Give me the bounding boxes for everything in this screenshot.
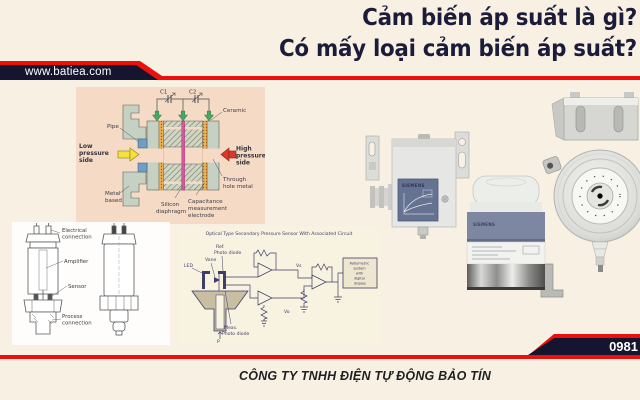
circuit-leaders [191,255,232,325]
l-bracket [540,263,564,298]
silicon-diaphragm [181,120,185,191]
title-line-2: Có mấy loại cảm biến áp suất? [278,36,637,62]
top-red-rule [158,75,640,80]
high-pressure-arrow [220,147,237,162]
company-name: CÔNG TY TNHH ĐIỆN TỰ ĐỘNG BẢO TÍN [239,369,491,383]
top-knob [418,134,430,140]
label-ref-photodiode: Ref. Photo diode [214,244,241,256]
low-pressure-arrow [117,147,140,162]
transmitter-section-view [23,223,63,335]
upper-body [470,202,542,214]
product-dial-switch [542,92,640,272]
label-vane: Vane [205,257,217,263]
electrode-arrows [152,110,214,122]
bottom-fitting [591,241,609,272]
product-box-sensor: SIEMENS [365,131,470,239]
display-box [342,257,378,289]
phone-number: 0981 [609,338,638,354]
transmitter-leaders [45,229,68,321]
bellows-funnel [191,290,249,332]
low-pressure-channel [139,148,164,163]
label-metal-based: Metal based [105,191,122,204]
label-ceramic: Ceramic [223,108,246,114]
label-led: LED [184,263,193,269]
optical-circuit-diagram: Optical Type Secondary Pressure Sensor W… [178,227,380,345]
bottom-red-rule [0,355,640,359]
label-sensor: Sensor [68,284,87,290]
bottom-nozzle [417,226,429,239]
title-line-1: Cảm biến áp suất là gì? [362,5,637,31]
mounting-brackets [365,131,470,181]
product-cylinder-sensor: SIEMENS [466,175,564,298]
top-cap [472,175,540,207]
circuit-network [217,249,343,339]
label-meas-photodiode: Meas. Photo diode [222,325,249,337]
label-c1: C1 [160,90,168,96]
panel-screw [441,195,449,203]
label-high-pressure: High pressure side [236,146,265,167]
page-title: Cảm biến áp suất là gì? Có mấy loại cảm … [279,3,637,65]
brand-label-cylinder: SIEMENS [473,222,495,227]
optical-assembly [202,271,226,291]
label-c2: C2 [189,90,196,96]
hose-port [370,184,394,210]
capacitor-wiring [156,92,210,111]
pipe-fittings [137,138,148,173]
mounting-plate [551,92,639,141]
label-vo: Vo [284,309,290,315]
label-p: P [217,339,220,345]
side-port [542,156,562,174]
label-electrical-connection: Electrical connection [62,228,92,241]
label-through-hole: Through hole metal [222,177,253,190]
label-amplifier: Amplifier [64,259,89,265]
label-vs: Vs [296,263,302,269]
capacitive-sensor-cross-section-diagram: C1 C2 [76,87,265,224]
label-low-pressure: Low pressure side [79,143,111,164]
website-url: www.batiea.com [25,66,112,78]
chrome-base [467,264,545,290]
leader-lines [119,111,223,199]
brand-label: SIEMENS [402,183,425,188]
website-banner: www.batiea.com [0,65,158,80]
blue-band: SIEMENS [467,212,545,242]
high-pressure-channel [202,148,224,163]
dial-face [571,167,629,225]
label-pipe: Pipe [107,124,119,130]
front-panel: SIEMENS [397,178,439,222]
transmitter-outline-view [99,223,139,338]
label-capacitance-electrode: Capacitance measurement electrode [188,199,229,219]
sensor-cell [139,120,224,191]
label-process-connection: Process connection [62,314,92,327]
phone-banner: 0981 [528,337,640,355]
circuit-title: Optical Type Secondary Pressure Sensor W… [206,231,353,237]
label-display-box: Ratiometric system with digital display [350,262,371,286]
spec-label [466,241,546,265]
transmitter-drawing: Electrical connection Amplifier Sensor P… [12,222,170,345]
label-silicon-diaphragm: Silicon diaphragm [156,202,186,215]
